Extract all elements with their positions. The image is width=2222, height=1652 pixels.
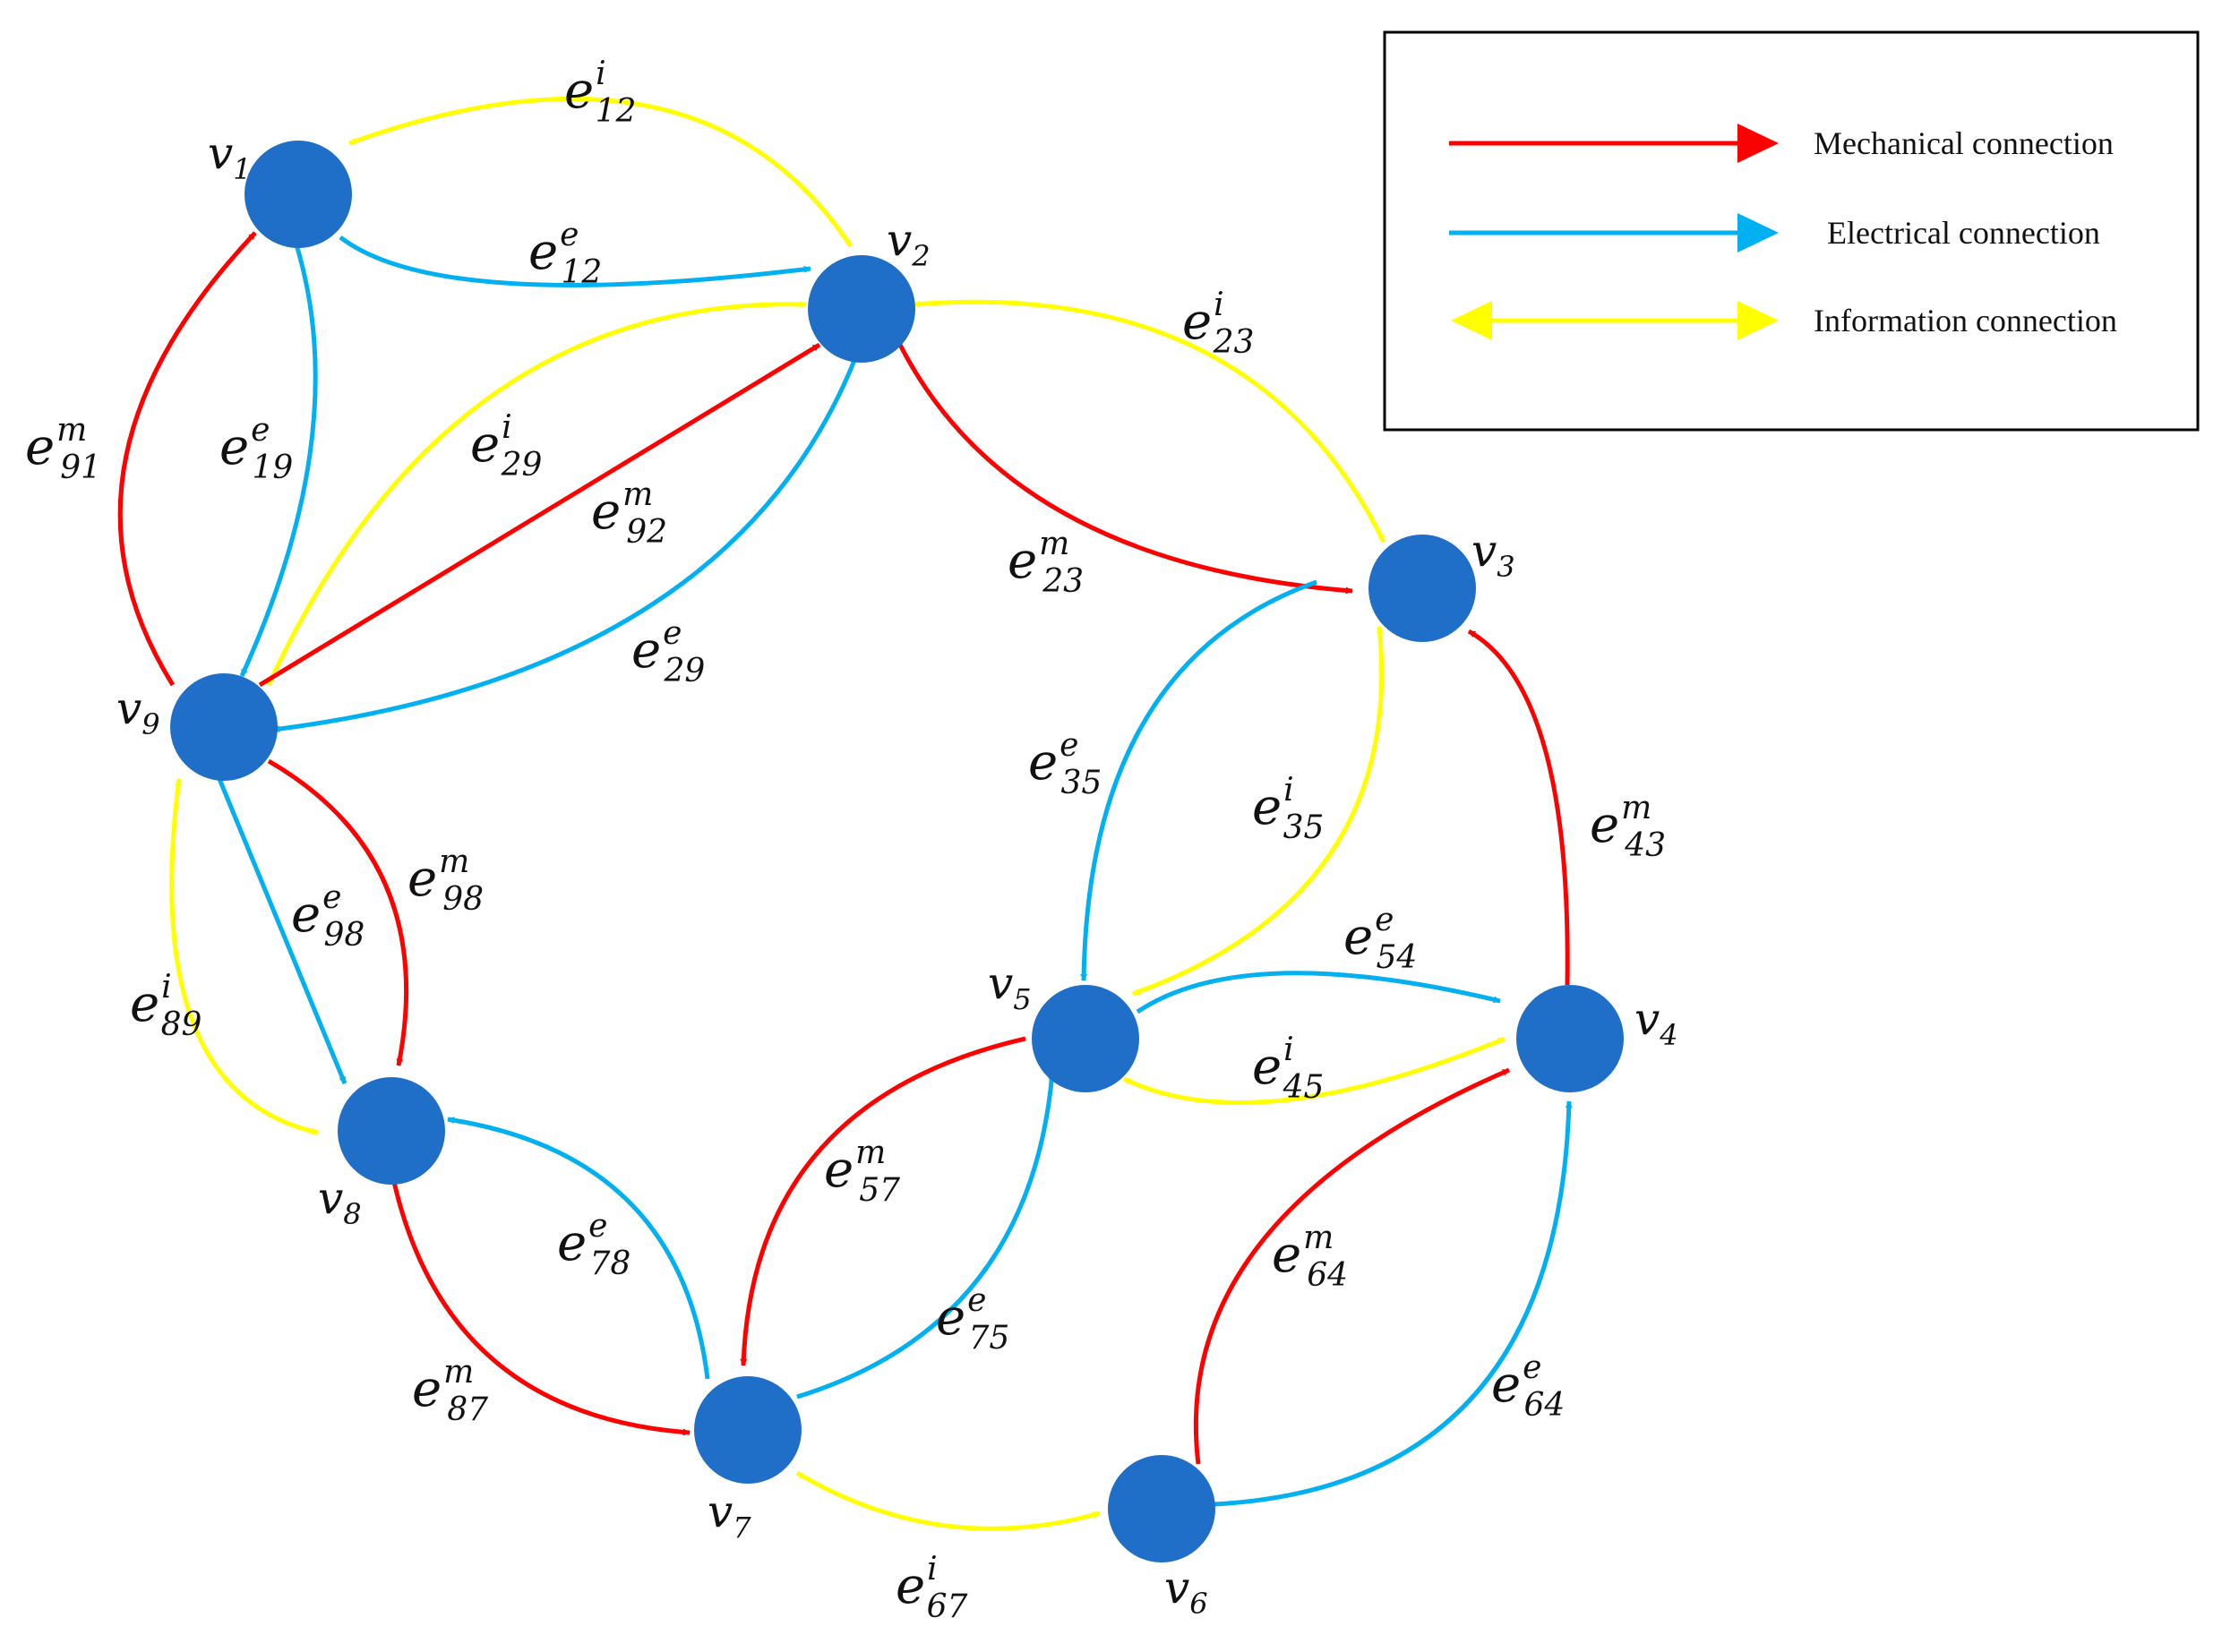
label-v5: v5 [988, 957, 1032, 1016]
node-v3 [1368, 535, 1476, 642]
legend-information-arrowhead-left [1451, 301, 1492, 340]
nodes [170, 141, 1624, 1562]
node-v9 [170, 673, 278, 781]
label-v8: v8 [318, 1172, 362, 1231]
legend-information-arrowhead-right [1737, 301, 1779, 340]
edge-e75-electrical [796, 1072, 1056, 1399]
legend-electrical-arrowhead [1737, 213, 1779, 253]
label-v2: v2 [887, 214, 931, 273]
edge-e43-mechanical [1467, 629, 1570, 986]
edge-e64-mechanical [1193, 1067, 1510, 1465]
label-v3: v3 [1471, 525, 1515, 584]
legend-electrical-label: Electrical connection [1827, 215, 2100, 251]
edge-e29-electrical [272, 357, 858, 733]
label-v9: v9 [116, 682, 160, 741]
node-v4 [1516, 985, 1624, 1092]
edge-e12-information [348, 96, 854, 248]
label-v1: v1 [208, 127, 252, 186]
node-v8 [338, 1077, 445, 1185]
legend-mechanical-label: Mechanical connection [1814, 125, 2114, 161]
node-v5 [1032, 985, 1139, 1092]
node-v6 [1108, 1455, 1215, 1562]
node-v2 [808, 255, 915, 363]
edge-e45-information [1122, 1036, 1506, 1105]
label-v6: v6 [1164, 1562, 1208, 1621]
edge-e67-information [795, 1470, 1101, 1531]
edge-e92-mechanical [258, 342, 821, 688]
node-labels: v1 v2 v3 v4 v5 v6 v7 v8 v9 [116, 127, 1678, 1621]
edges [117, 96, 1573, 1531]
label-v7: v7 [708, 1485, 751, 1545]
edge-e91-mechanical [117, 231, 257, 687]
edge-e89-information [169, 778, 319, 1135]
node-v1 [245, 141, 352, 248]
legend-information-label: Information connection [1814, 303, 2117, 338]
edge-e78-electrical [447, 1117, 710, 1380]
edge-e35-information [1132, 626, 1385, 997]
edge-e87-mechanical [391, 1181, 691, 1436]
edge-e12-electrical [339, 235, 811, 288]
edge-e54-electrical [1136, 971, 1501, 1014]
node-v7 [694, 1376, 802, 1484]
edge-e57-mechanical [740, 1036, 1026, 1366]
edge-e23-mechanical [897, 343, 1353, 595]
legend-mechanical-arrowhead [1737, 124, 1779, 163]
label-v4: v4 [1634, 993, 1678, 1052]
legend: Mechanical connection Electrical connect… [1383, 30, 2200, 432]
edge-e29-information [266, 300, 807, 687]
edge-e64-electrical [1213, 1100, 1573, 1507]
edge-e23-information [913, 299, 1386, 544]
